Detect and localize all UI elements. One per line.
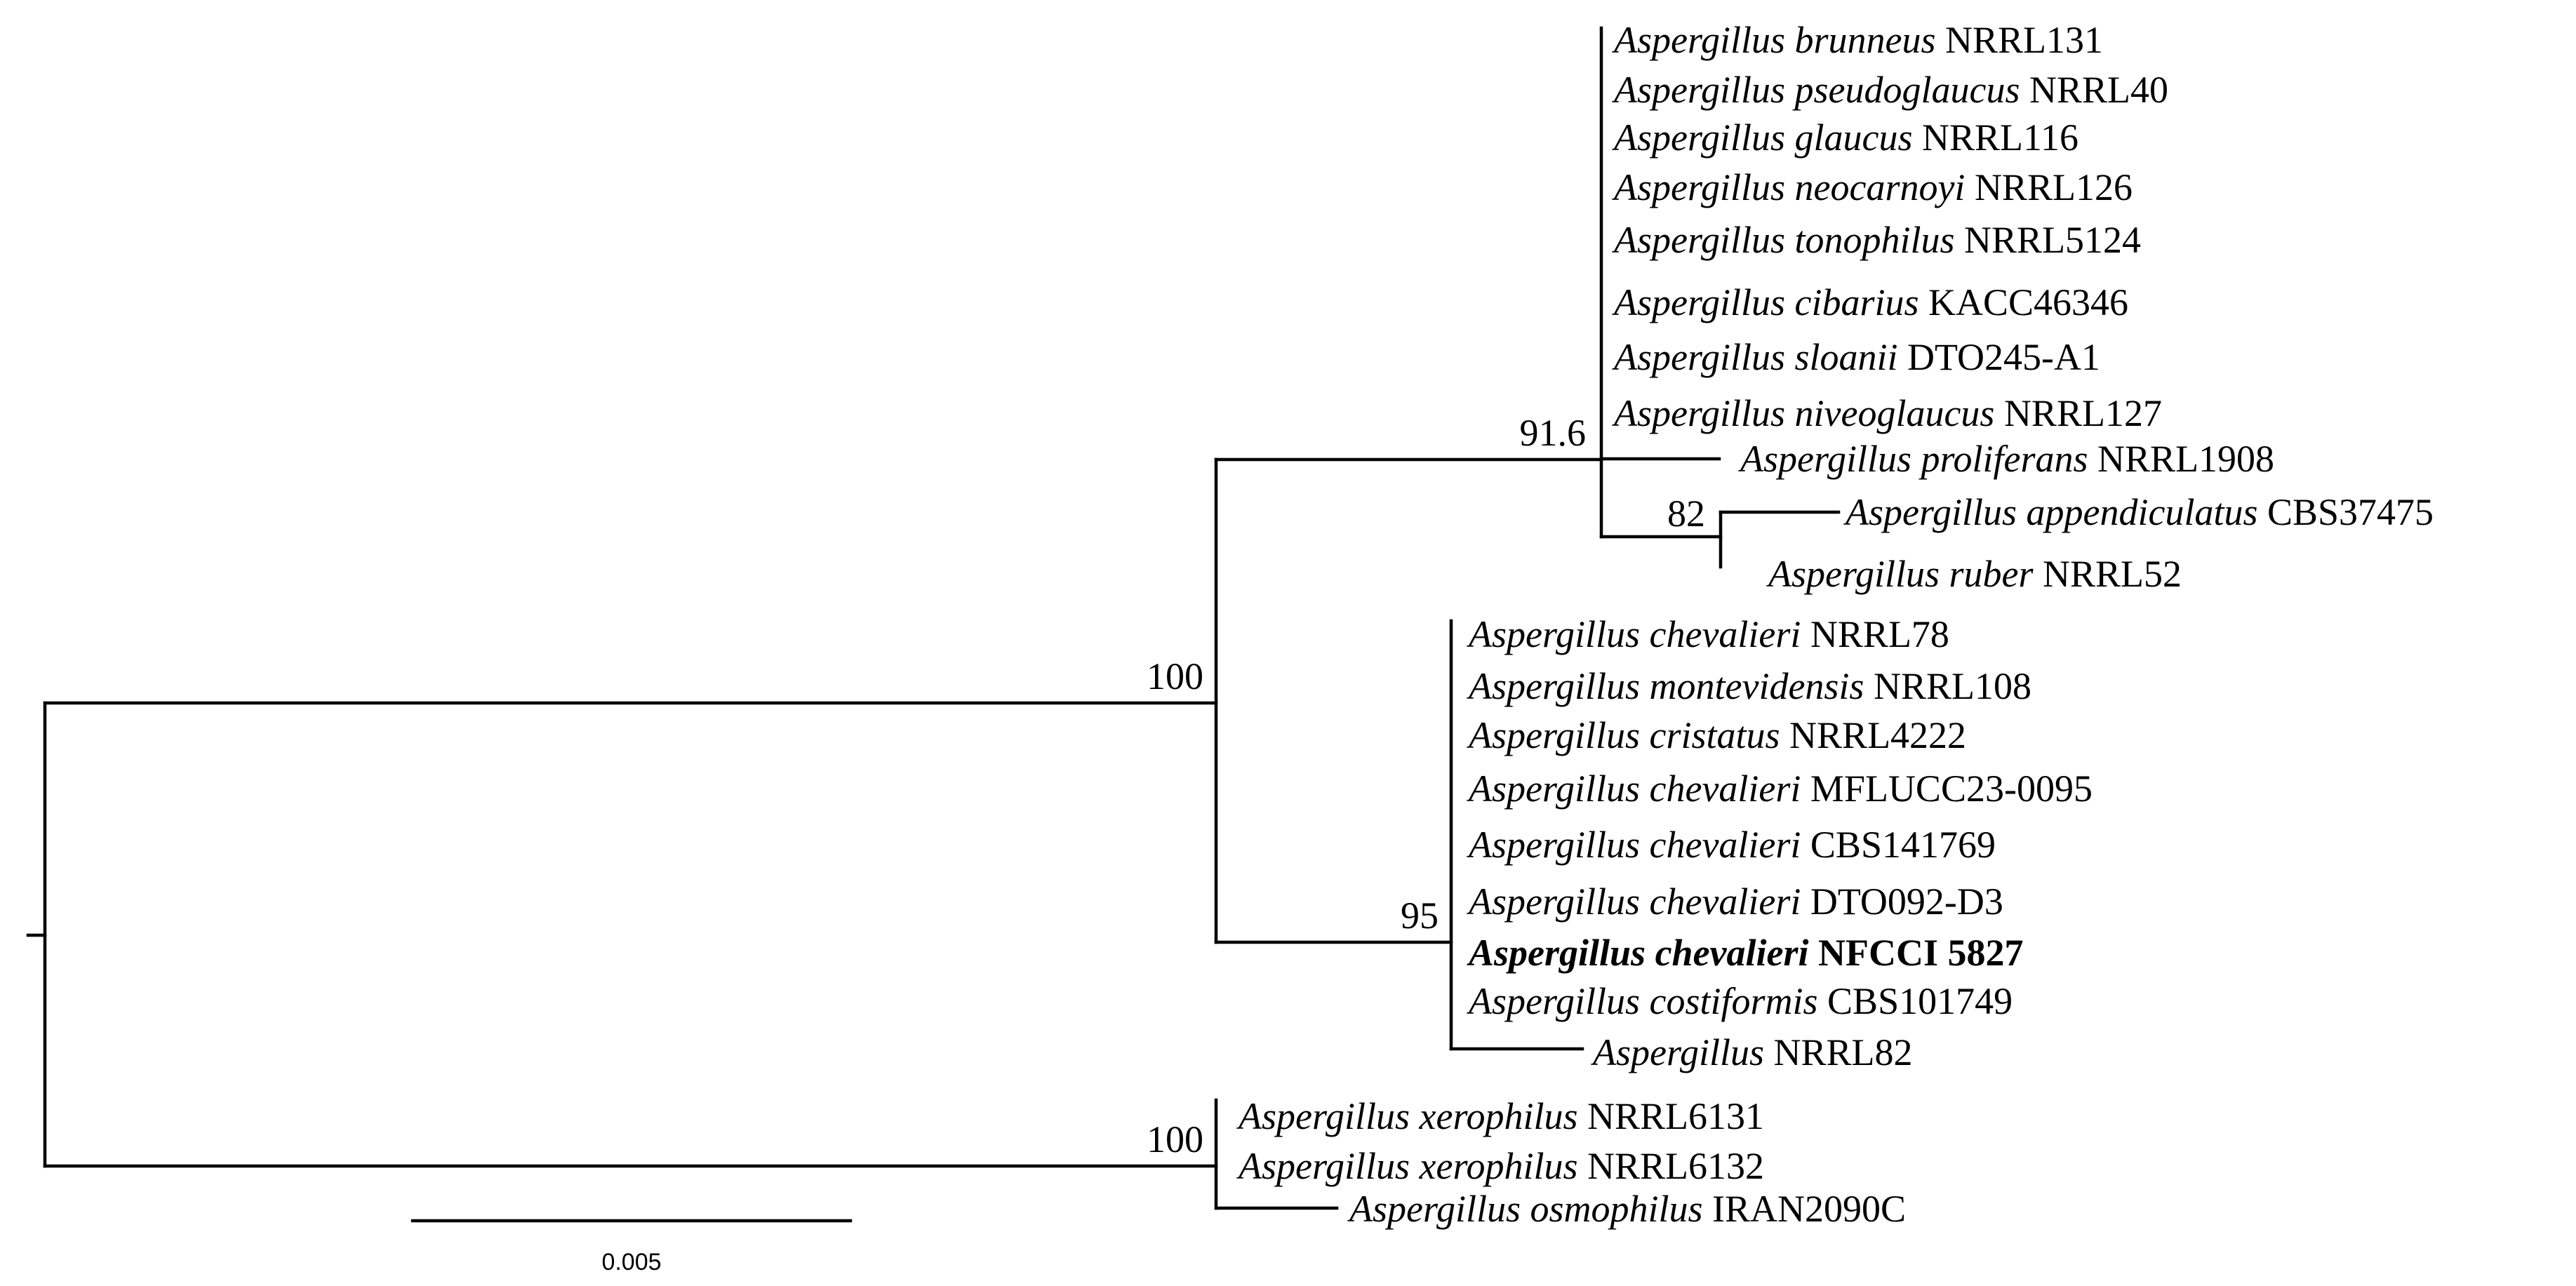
leaf-taxon-name: Aspergillus xerophilus bbox=[1236, 1145, 1577, 1187]
leaf-strain: NRRL5124 bbox=[1955, 219, 2142, 261]
leaf-label: Aspergillus tonophilus NRRL5124 bbox=[1612, 219, 2141, 261]
leaf-taxon-name: Aspergillus appendiculatus bbox=[1843, 491, 2257, 533]
leaf-label: Aspergillus chevalieri MFLUCC23-0095 bbox=[1467, 768, 2093, 810]
leaf-label: Aspergillus cristatus NRRL4222 bbox=[1467, 714, 1966, 756]
leaf-label: Aspergillus NRRL82 bbox=[1591, 1031, 1913, 1073]
leaf-label: Aspergillus chevalieri CBS141769 bbox=[1467, 824, 1996, 866]
leaf-taxon-name: Aspergillus cristatus bbox=[1467, 714, 1780, 756]
leaf-strain: NRRL52 bbox=[2034, 553, 2182, 595]
support-value-outgroup: 100 bbox=[1147, 1118, 1203, 1160]
leaf-taxon-name: Aspergillus glaucus bbox=[1612, 116, 1913, 159]
leaf-strain: CBS101749 bbox=[1818, 980, 2013, 1022]
leaf-taxon-name: Aspergillus chevalieri bbox=[1467, 880, 1801, 923]
leaf-label: Aspergillus chevalieri DTO092-D3 bbox=[1467, 880, 2003, 923]
leaf-label: Aspergillus brunneus NRRL131 bbox=[1612, 19, 2103, 61]
leaf-strain: NRRL127 bbox=[1994, 392, 2162, 434]
scale-bar: 0.005 bbox=[411, 1219, 853, 1275]
leaf-taxon-name: Aspergillus pseudoglaucus bbox=[1612, 69, 2020, 111]
leaf-taxon-name: Aspergillus sloanii bbox=[1612, 336, 1898, 378]
leaf-taxon-name: Aspergillus costiformis bbox=[1467, 980, 1818, 1022]
leaf-taxon-name: Aspergillus proliferans bbox=[1738, 438, 2088, 480]
leaf-taxon-name: Aspergillus neocarnoyi bbox=[1612, 166, 1965, 208]
leaf-strain: CBS141769 bbox=[1801, 824, 1996, 866]
tree-branches bbox=[26, 26, 1841, 1210]
leaf-label: Aspergillus chevalieri NRRL78 bbox=[1467, 613, 1949, 655]
leaf-strain: NFCCI 5827 bbox=[1809, 932, 2024, 974]
scale-bar-label: 0.005 bbox=[601, 1249, 661, 1275]
leaf-taxon-name: Aspergillus cibarius bbox=[1612, 281, 1919, 323]
leaf-strain: NRRL126 bbox=[1965, 166, 2133, 208]
leaf-strain: NRRL82 bbox=[1764, 1031, 1913, 1073]
leaf-strain: NRRL1908 bbox=[2088, 438, 2275, 480]
leaf-strain: DTO245-A1 bbox=[1898, 336, 2100, 378]
support-value-clade-ruber: 82 bbox=[1667, 493, 1705, 535]
leaf-labels: Aspergillus brunneus NRRL131Aspergillus … bbox=[1236, 19, 2434, 1230]
leaf-strain: KACC46346 bbox=[1919, 281, 2129, 323]
leaf-strain: NRRL108 bbox=[1864, 665, 2031, 707]
leaf-strain: NRRL78 bbox=[1801, 613, 1949, 655]
leaf-strain: NRRL116 bbox=[1913, 116, 2079, 159]
leaf-strain: NRRL131 bbox=[1936, 19, 2104, 61]
leaf-strain: NRRL6131 bbox=[1577, 1095, 1764, 1137]
leaf-label: Aspergillus chevalieri NFCCI 5827 bbox=[1467, 932, 2024, 974]
leaf-taxon-name: Aspergillus tonophilus bbox=[1612, 219, 1955, 261]
leaf-label: Aspergillus pseudoglaucus NRRL40 bbox=[1612, 69, 2168, 111]
leaf-taxon-name: Aspergillus chevalieri bbox=[1467, 932, 1809, 974]
leaf-taxon-name: Aspergillus brunneus bbox=[1612, 19, 1936, 61]
leaf-label: Aspergillus montevidensis NRRL108 bbox=[1467, 665, 2031, 707]
leaf-taxon-name: Aspergillus xerophilus bbox=[1236, 1095, 1577, 1137]
support-value-ingroup: 100 bbox=[1147, 655, 1203, 697]
support-value-clade-chevalieri: 95 bbox=[1401, 895, 1439, 937]
leaf-taxon-name: Aspergillus ruber bbox=[1766, 553, 2034, 595]
support-value-clade-glaucus: 91.6 bbox=[1520, 412, 1587, 454]
leaf-label: Aspergillus sloanii DTO245-A1 bbox=[1612, 336, 2100, 378]
leaf-taxon-name: Aspergillus osmophilus bbox=[1347, 1188, 1703, 1230]
leaf-strain: NRRL4222 bbox=[1780, 714, 1967, 756]
leaf-strain: MFLUCC23-0095 bbox=[1801, 768, 2093, 810]
leaf-strain: IRAN2090C bbox=[1703, 1188, 1907, 1230]
leaf-label: Aspergillus cibarius KACC46346 bbox=[1612, 281, 2128, 323]
leaf-taxon-name: Aspergillus chevalieri bbox=[1467, 613, 1801, 655]
leaf-label: Aspergillus niveoglaucus NRRL127 bbox=[1612, 392, 2162, 434]
leaf-strain: DTO092-D3 bbox=[1801, 880, 2003, 923]
leaf-label: Aspergillus proliferans NRRL1908 bbox=[1738, 438, 2274, 480]
leaf-label: Aspergillus xerophilus NRRL6131 bbox=[1236, 1095, 1764, 1137]
leaf-label: Aspergillus xerophilus NRRL6132 bbox=[1236, 1145, 1764, 1187]
leaf-label: Aspergillus osmophilus IRAN2090C bbox=[1347, 1188, 1906, 1230]
leaf-taxon-name: Aspergillus chevalieri bbox=[1467, 824, 1801, 866]
leaf-label: Aspergillus costiformis CBS101749 bbox=[1467, 980, 2013, 1022]
leaf-label: Aspergillus appendiculatus CBS37475 bbox=[1843, 491, 2434, 533]
leaf-label: Aspergillus neocarnoyi NRRL126 bbox=[1612, 166, 2133, 208]
leaf-taxon-name: Aspergillus chevalieri bbox=[1467, 768, 1801, 810]
leaf-label: Aspergillus glaucus NRRL116 bbox=[1612, 116, 2078, 159]
support-values: 100 91.6 82 95 100 bbox=[1147, 412, 1705, 1160]
leaf-strain: NRRL40 bbox=[2020, 69, 2168, 111]
leaf-taxon-name: Aspergillus bbox=[1591, 1031, 1764, 1073]
leaf-taxon-name: Aspergillus montevidensis bbox=[1467, 665, 1864, 707]
leaf-strain: CBS37475 bbox=[2257, 491, 2434, 533]
leaf-strain: NRRL6132 bbox=[1577, 1145, 1764, 1187]
leaf-label: Aspergillus ruber NRRL52 bbox=[1766, 553, 2182, 595]
leaf-taxon-name: Aspergillus niveoglaucus bbox=[1612, 392, 1994, 434]
